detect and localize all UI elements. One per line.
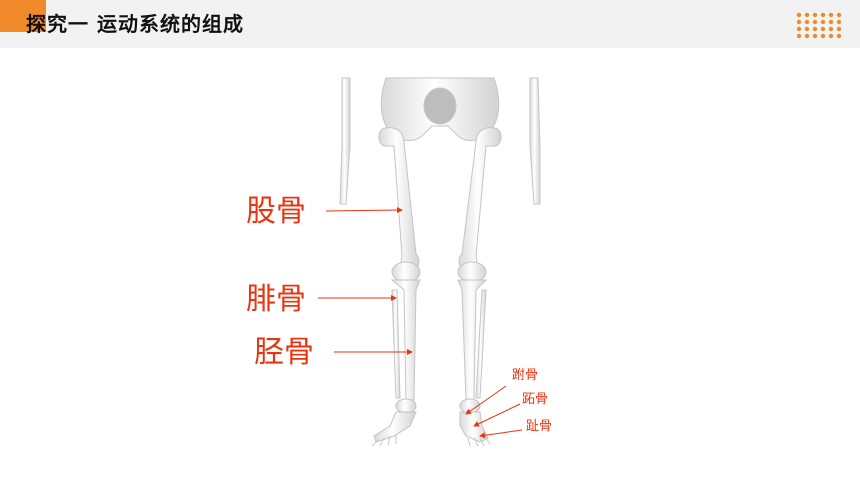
slide-header: 探究一 运动系统的组成: [0, 0, 860, 48]
label-phalanges: 趾骨: [526, 419, 553, 434]
label-tibia: 胫骨: [254, 335, 314, 370]
label-fibula: 腓骨: [246, 282, 306, 317]
skeleton-legs-image: [339, 77, 541, 447]
label-metatarsal: 跖骨: [522, 392, 549, 407]
header-accent-bar: [0, 0, 46, 32]
label-tarsal: 跗骨: [512, 368, 539, 383]
dot-grid-icon: [796, 12, 842, 39]
label-femur: 股骨: [246, 194, 306, 229]
slide-title: 探究一 运动系统的组成: [26, 12, 244, 36]
